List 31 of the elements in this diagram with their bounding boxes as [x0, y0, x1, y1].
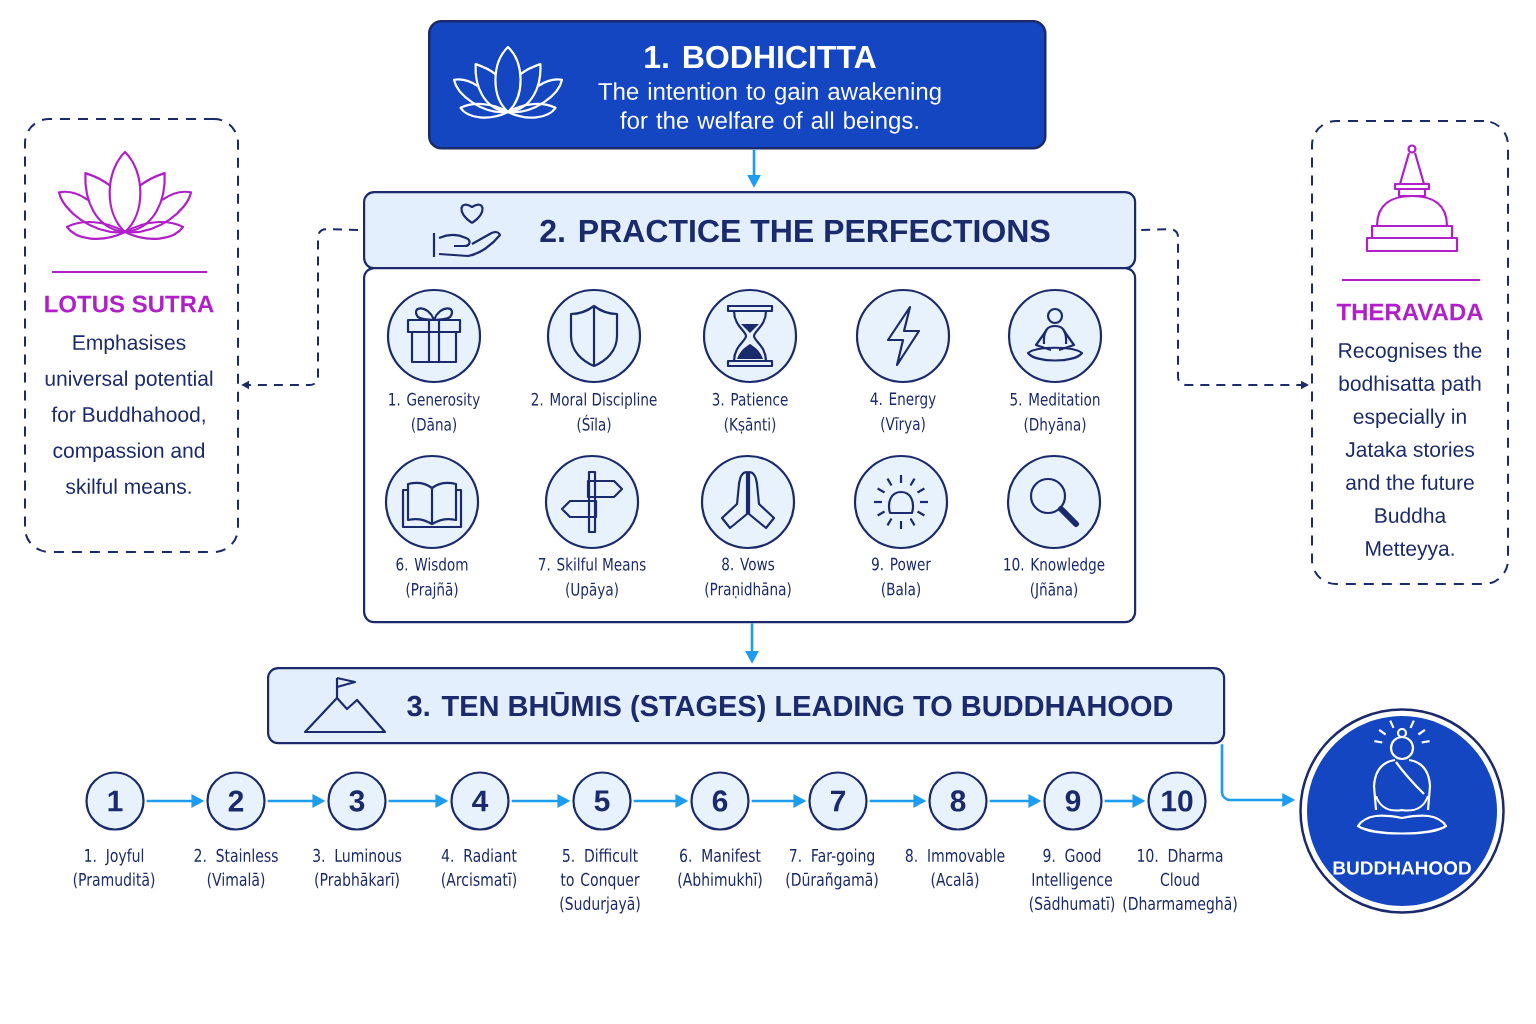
perfection-label: 1. Generosity (Dāna)	[389, 392, 480, 433]
header-box: 2. PRACTICE THE PERFECTIONS	[363, 191, 1137, 270]
stage-label: 7. Far-going (Dūrañgamā)	[786, 848, 878, 890]
perfection-label: 9. Power (Bala)	[871, 557, 931, 598]
box-title: LOTUS SUTRA	[45, 295, 214, 313]
header-box: 3. TEN BHŪMIS (STAGES) LEADING TO BUDDHAHOOD	[267, 667, 1226, 745]
stage-label: 3. Luminous (Prabhākarī)	[313, 848, 402, 889]
stage-label: 4. Radiant (Arcismatī)	[441, 848, 517, 889]
stage-label: 2. Stainless (Vimalā)	[194, 848, 278, 889]
title-box	[428, 20, 1047, 150]
perfection-label: 5. Meditation (Dhyāna)	[1010, 392, 1100, 434]
perfection-label: 2. Moral Discipline (Śīla)	[531, 392, 657, 433]
box-text: The intention to gain awakening for the welfare of all beings.	[598, 82, 941, 134]
perfection-label: 3. Patience (Kṣānti)	[712, 392, 788, 434]
dashed-note-box	[1311, 120, 1509, 585]
box-text: Emphasises universal potential for Buddhahood, compassion and skilful means.	[45, 334, 213, 494]
perfection-label: 4. Energy (Vīrya)	[870, 392, 936, 434]
perfection-label: 8. Vows (Praṇidhāna)	[705, 557, 791, 599]
box-title: THERAVADA	[1336, 303, 1483, 321]
stage-label: 8. Immovable (Acalā)	[905, 848, 1005, 889]
box-text: Recognises the bodhisatta path especially in Jataka stories and the future Buddha Metteyya.	[1339, 342, 1482, 561]
dashed-note-box	[24, 118, 239, 553]
stage-label: 5. Difficult to Conquer (Sudurjayā)	[560, 848, 640, 914]
stage-label: 10. Dharma Cloud (Dharmameghā)	[1123, 848, 1237, 914]
stage-label: 1. Joyful (Pramuditā)	[73, 848, 155, 889]
perfection-label: 10. Knowledge (Jñāna)	[1004, 557, 1105, 599]
box-title: 1. BODHICITTA	[645, 45, 876, 69]
stage-label: 9. Good Intelligence (Sādhumatī)	[1029, 848, 1115, 913]
perfection-label: 6. Wisdom (Prajñā)	[396, 557, 468, 599]
stage-label: 6. Manifest (Abhimukhī)	[678, 848, 762, 889]
perfection-label: 7. Skilful Means (Upāya)	[538, 557, 646, 599]
